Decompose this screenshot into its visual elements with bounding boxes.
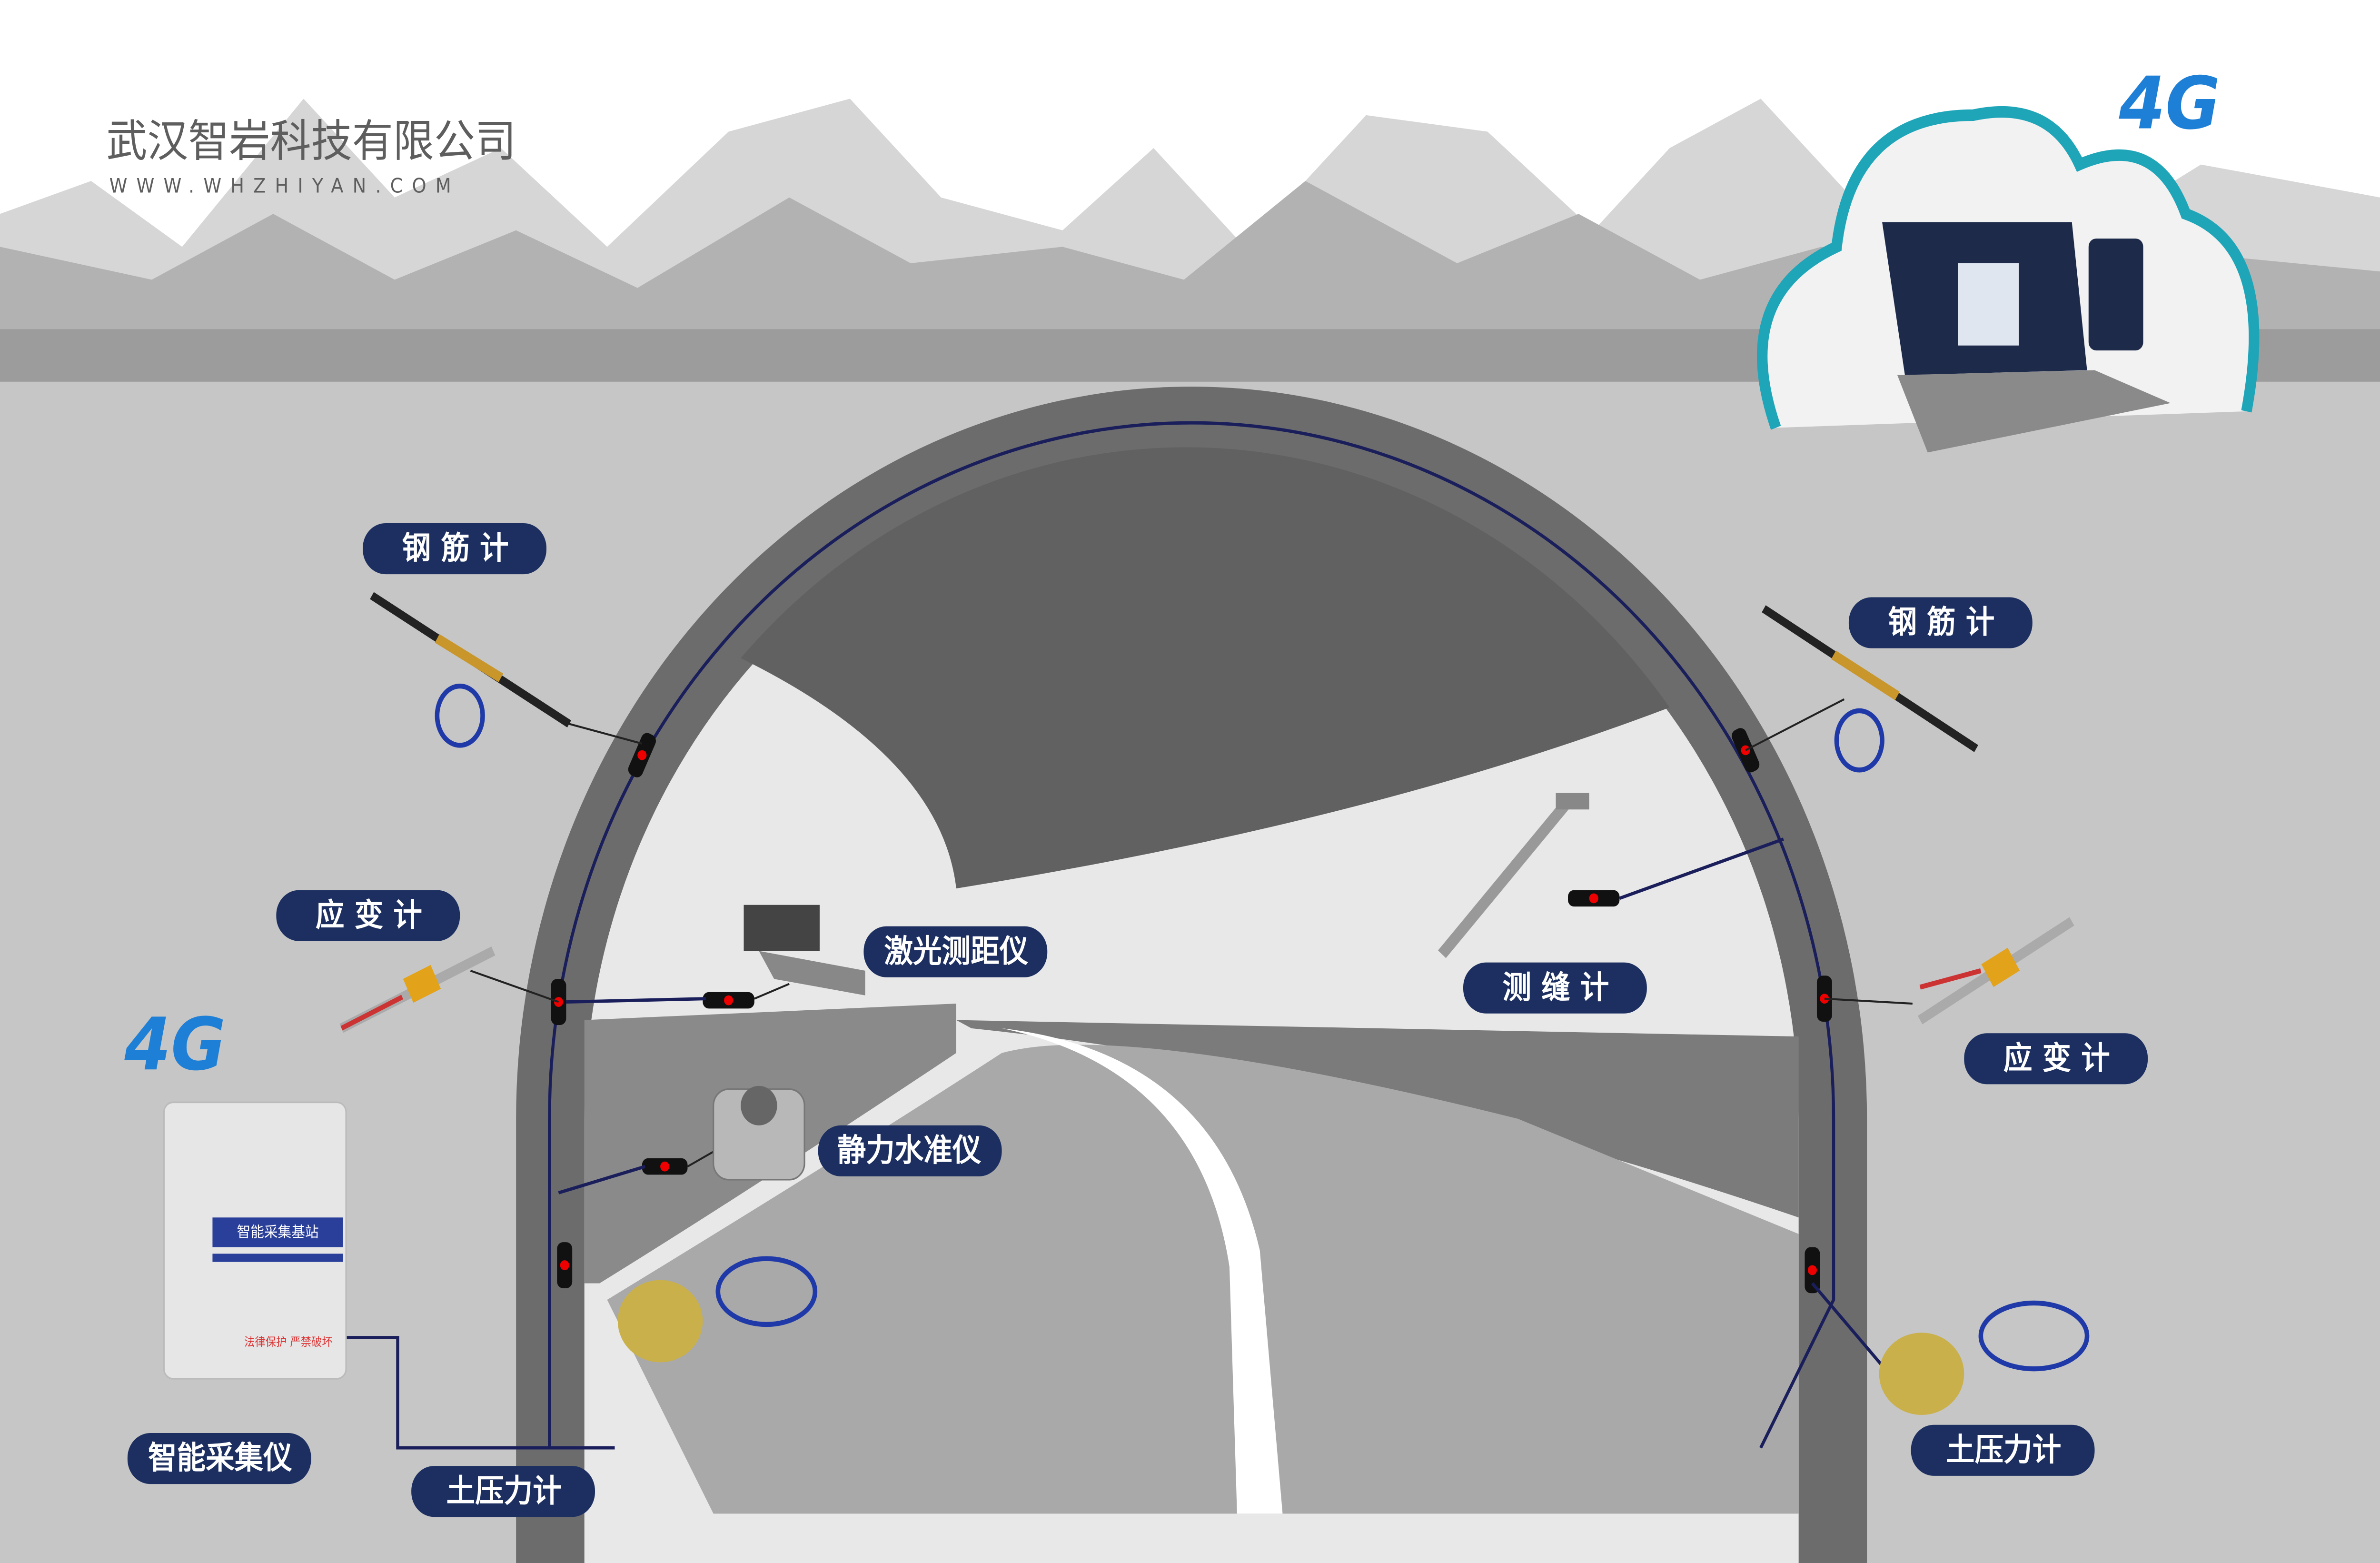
data-collector-box: 智能采集基站 法律保护 严禁破坏 <box>163 1101 347 1380</box>
company-website: WWW.WHZHIYAN.COM <box>109 175 460 198</box>
rebar-meter-left-device <box>370 592 571 748</box>
rebar-meter-right-device <box>1762 605 1978 773</box>
collector-warning-text: 法律保护 严禁破坏 <box>244 1335 333 1349</box>
sensor-leds <box>554 745 1829 1275</box>
laptop-3d-model <box>1958 263 2019 346</box>
crack-meter-device <box>1438 793 1589 958</box>
laptop-base <box>1897 370 2171 453</box>
earth-pressure-right-device <box>1879 1300 2090 1415</box>
label-strain-gauge-right: 应 变 计 <box>1964 1033 2148 1085</box>
label-static-level: 静力水准仪 <box>818 1125 1002 1176</box>
label-text: 智能采集仪 <box>148 1439 292 1476</box>
company-name: 武汉智岩科技有限公司 <box>106 116 516 167</box>
road-marking <box>1002 1028 1283 1514</box>
label-laser-rangefinder: 激光测距仪 <box>863 926 1048 977</box>
phone <box>2088 239 2143 351</box>
laser-rangefinder-device <box>744 905 865 996</box>
label-rebar-meter-left: 钢 筋 计 <box>363 523 546 575</box>
label-strain-gauge-left: 应 变 计 <box>276 890 460 941</box>
static-level-device <box>713 1085 805 1181</box>
earth-pressure-left-device <box>617 1256 818 1363</box>
tunnel-wall-right <box>956 1020 1799 1218</box>
strain-gauge-left-device <box>339 946 496 1033</box>
label-text: 土压力计 <box>446 1472 562 1509</box>
label-text: 激光测距仪 <box>884 933 1028 969</box>
collector-panel-text: 智能采集基站 <box>237 1224 318 1241</box>
sensor-wires <box>334 837 1884 1450</box>
monitoring-cable <box>548 421 1835 1449</box>
label-earth-pressure-right: 土压力计 <box>1911 1424 2095 1476</box>
4g-icon-right: 4G <box>2119 61 2221 146</box>
label-data-collector: 智能采集仪 <box>127 1433 311 1484</box>
label-text: 钢 筋 计 <box>402 529 509 566</box>
4g-icon-left: 4G <box>124 1002 226 1087</box>
label-text: 应 变 计 <box>2003 1040 2110 1076</box>
label-rebar-meter-right: 钢 筋 计 <box>1848 597 2033 648</box>
tunnel-ceiling <box>741 447 1670 889</box>
label-earth-pressure-left: 土压力计 <box>411 1466 595 1517</box>
strain-gauge-right-device <box>1917 917 2074 1025</box>
leader-lines <box>470 698 1913 1167</box>
cloud-platform <box>1757 106 2260 453</box>
label-text: 土压力计 <box>1946 1431 2061 1468</box>
label-text: 应 变 计 <box>316 896 422 933</box>
label-crack-meter: 测 缝 计 <box>1463 962 1647 1014</box>
label-text: 测 缝 计 <box>1503 969 1609 1005</box>
label-text: 钢 筋 计 <box>1888 604 1994 640</box>
label-text: 静力水准仪 <box>837 1132 982 1168</box>
